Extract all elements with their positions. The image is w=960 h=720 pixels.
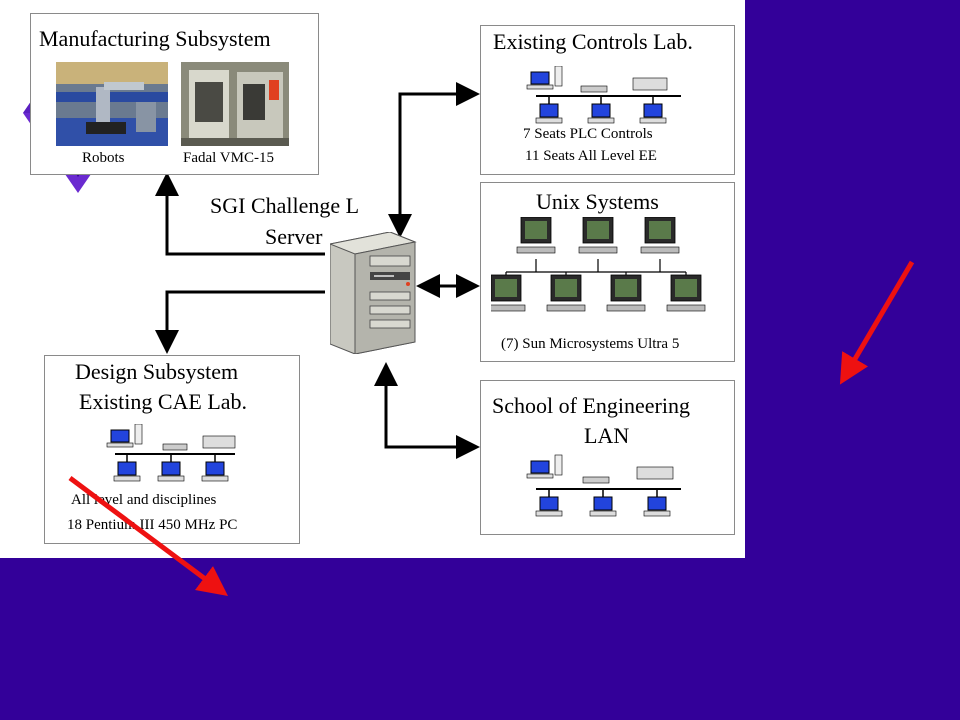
design-line2: 18 Pentium III 450 MHz PC: [67, 517, 238, 533]
server-label-line2: Server: [265, 224, 323, 249]
controls-lab-title: Existing Controls Lab.: [493, 29, 693, 54]
connection-arrows: [155, 82, 480, 459]
design-subsystem-box: Design Subsystem Existing CAE Lab. All l…: [44, 355, 300, 544]
robots-caption: Robots: [82, 150, 125, 166]
network-pc-icon: [106, 424, 236, 482]
controls-lab-box: Existing Controls Lab. 7 Seats PLC Contr…: [480, 25, 735, 175]
design-title-line1: Design Subsystem: [75, 359, 239, 384]
manufacturing-title: Manufacturing Subsystem: [39, 26, 271, 51]
red-arrow-unix: [839, 260, 915, 385]
fadal-caption: Fadal VMC-15: [183, 150, 274, 166]
sun-workstations-icon: [491, 217, 706, 312]
unix-caption: (7) Sun Microsystems Ultra 5: [501, 336, 680, 352]
school-title-line2: LAN: [584, 423, 630, 448]
unix-systems-title: Unix Systems: [536, 189, 659, 214]
network-pc-icon: [526, 454, 681, 517]
network-pc-icon: [526, 66, 681, 124]
controls-lab-line1: 7 Seats PLC Controls: [523, 126, 653, 142]
unix-systems-box: Unix Systems: [480, 182, 735, 362]
red-arrow-design: [68, 475, 229, 596]
server-label-line1: SGI Challenge L: [210, 193, 360, 218]
hardware-diagram: Manufacturing Subsystem Robots: [0, 0, 745, 558]
fadal-vmc-photo: Fadal VMC-15: [181, 62, 289, 166]
controls-lab-line2: 11 Seats All Level EE: [525, 148, 657, 164]
school-lan-box: School of Engineering LAN: [480, 380, 735, 535]
robots-photo: Robots: [56, 62, 168, 166]
design-title-line2: Existing CAE Lab.: [79, 389, 248, 414]
manufacturing-subsystem-box: Manufacturing Subsystem Robots: [30, 13, 319, 175]
server-tower-icon: [330, 232, 417, 354]
school-title-line1: School of Engineering: [492, 393, 690, 418]
